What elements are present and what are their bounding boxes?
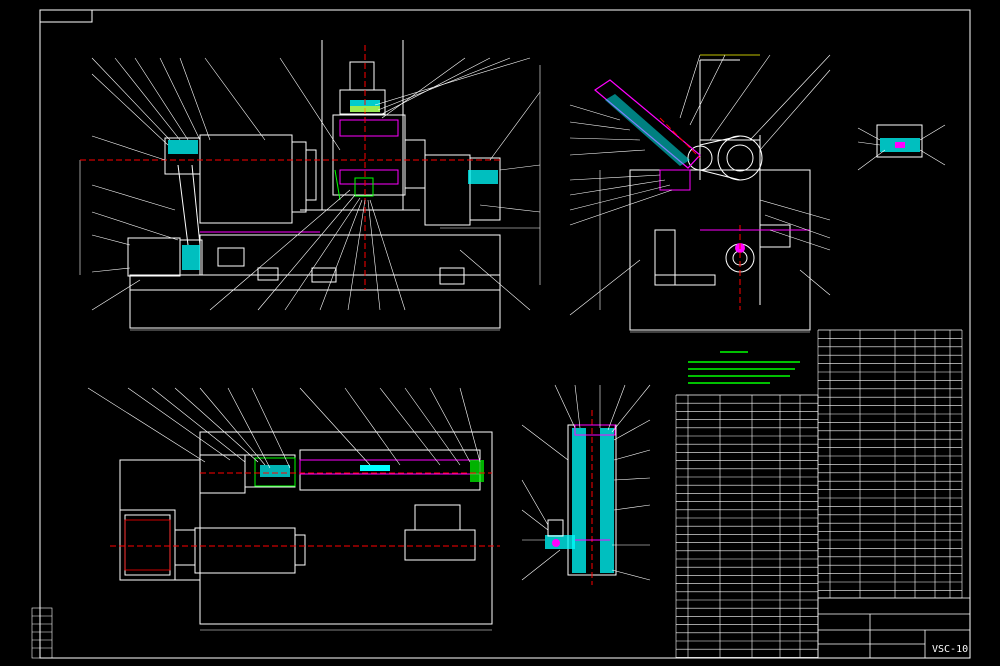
technical-notes (688, 351, 800, 384)
top-view-leaders (87, 387, 481, 469)
detail-view (857, 124, 946, 171)
front-view (79, 40, 541, 331)
side-view-leaders (569, 54, 831, 316)
top-view (119, 431, 493, 631)
front-view-highlights (80, 45, 500, 290)
drawing-name: VSC-10 (932, 644, 969, 655)
parts-list (675, 329, 963, 659)
section-view (545, 410, 617, 585)
side-view (599, 59, 811, 333)
front-view-leaders (91, 57, 541, 311)
side-view-highlights (594, 54, 810, 310)
sheet-border (39, 9, 971, 659)
corner-box (39, 9, 93, 23)
left-strip (31, 607, 53, 659)
title-block (817, 597, 971, 659)
section-leaders (521, 384, 651, 581)
top-view-highlights (110, 457, 500, 571)
